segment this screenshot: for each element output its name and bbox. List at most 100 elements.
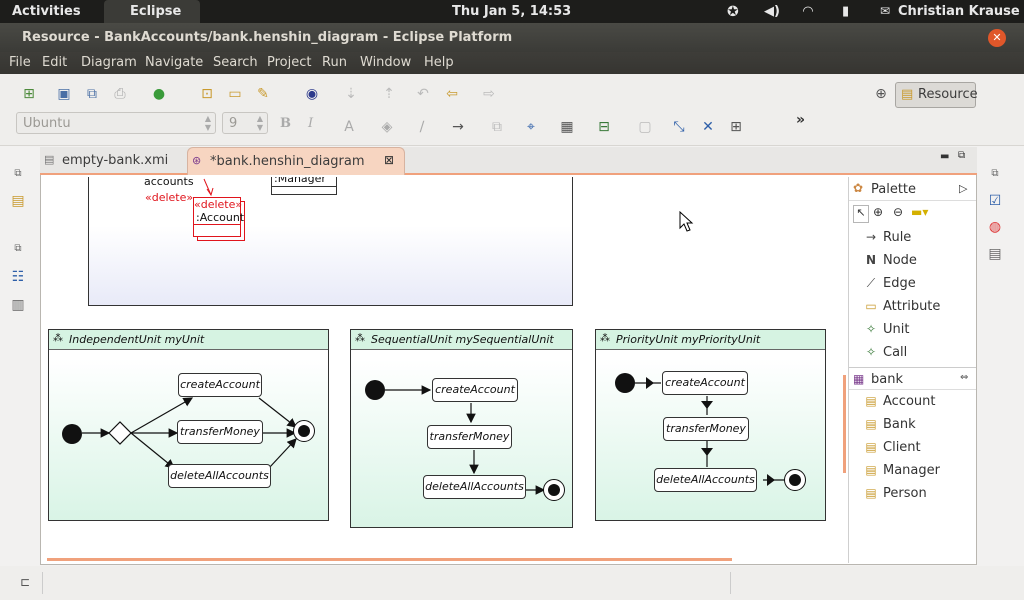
zoom-in-icon[interactable]: ⊕ [873,205,884,219]
line-color-icon[interactable]: ∕ [419,119,425,135]
tasks-icon[interactable]: ▥ [11,297,25,313]
volume-icon[interactable]: ◀) [764,4,780,19]
wifi-icon[interactable]: ◠ [803,4,813,19]
restore-icon-3[interactable]: ⧉ [991,168,999,179]
properties-icon[interactable]: ☑ [988,193,1002,209]
palette-class-client[interactable]: ▤Client [863,440,920,455]
palette-item-rule[interactable]: →Rule [863,230,911,245]
final-node[interactable] [543,479,565,501]
restore-icon[interactable]: ⧉ [14,168,22,179]
toolbar-overflow[interactable]: » [796,112,806,128]
activities-button[interactable]: Activities [12,4,81,19]
font-size-combo[interactable]: 9▲▼ [222,112,268,134]
size-icon[interactable]: ▢ [638,119,652,135]
menu-search[interactable]: Search [213,55,258,70]
outline-icon[interactable]: ☷ [11,269,25,285]
console-icon[interactable]: ▤ [988,246,1002,262]
fast-view-icon[interactable]: ⊏ [20,575,31,589]
font-family-combo[interactable]: Ubuntu▲▼ [16,112,216,134]
next-annotation-icon[interactable]: ⇣ [345,86,357,102]
initial-node[interactable] [62,424,82,444]
palette-item-edge[interactable]: ⟋Edge [863,276,916,291]
forward-icon[interactable]: ⇨ [483,86,495,102]
run-icon[interactable]: ● [152,86,166,102]
account-node[interactable]: «delete» :Account [193,197,244,237]
perspective-resource-button[interactable]: ▤ Resource [895,82,978,108]
select-tool-icon[interactable]: ↖ [853,205,869,223]
font-color-icon[interactable]: A [344,119,354,135]
fill-color-icon[interactable]: ◈ [381,119,393,135]
restore-icon-2[interactable]: ⧉ [14,243,22,254]
globe-icon[interactable]: ◉ [305,86,319,102]
grid-icon[interactable]: ⊞ [730,119,742,135]
menu-diagram[interactable]: Diagram [81,55,137,70]
call-deleteAllAccounts[interactable]: deleteAllAccounts [423,475,526,499]
menu-window[interactable]: Window [360,55,412,70]
select-all-icon[interactable]: ⧉ [492,119,502,135]
palette-class-person[interactable]: ▤Person [863,486,926,501]
call-createAccount[interactable]: createAccount [178,373,262,397]
menu-project[interactable]: Project [267,55,312,70]
palette-drawer-bank[interactable]: ▦ bank ⇔ [849,367,976,390]
horizontal-scrollbar[interactable] [47,558,732,561]
call-createAccount[interactable]: createAccount [432,378,518,402]
menu-help[interactable]: Help [424,55,454,70]
clock[interactable]: Thu Jan 5, 14:53 [452,4,572,19]
palette-item-call[interactable]: ✧Call [863,345,907,360]
italic-button[interactable]: I [308,116,314,131]
menu-navigate[interactable]: Navigate [145,55,204,70]
problems-icon[interactable]: ◍ [988,219,1002,235]
last-edit-icon[interactable]: ↶ [417,86,429,102]
save-icon[interactable]: ▣ [57,86,71,102]
tab-henshin-diagram[interactable]: ⊛ *bank.henshin_diagram ⊠ [187,147,405,175]
arrange-icon[interactable]: ⌖ [527,119,535,135]
layout-icon[interactable]: ⊟ [598,119,610,135]
palette-class-manager[interactable]: ▤Manager [863,463,940,478]
note-icon[interactable]: ▬▾ [911,205,929,219]
final-node[interactable] [784,469,806,491]
call-transferMoney[interactable]: transferMoney [663,417,749,441]
connector-icon[interactable]: ⤡ [673,119,685,135]
diagram-canvas[interactable]: accounts «delete» «delete» :Account :Man… [41,177,847,563]
save-all-icon[interactable]: ⧉ [87,86,97,102]
manager-node[interactable]: :Manager [271,177,337,195]
palette-collapse-icon[interactable]: ▷ [959,182,968,195]
palette-class-bank[interactable]: ▤Bank [863,417,915,432]
user-name[interactable]: Christian Krause [898,4,1020,19]
call-transferMoney[interactable]: transferMoney [427,425,512,449]
open-type-icon[interactable]: ⊡ [201,86,213,102]
palette-class-account[interactable]: ▤Account [863,394,935,409]
rule-box[interactable] [88,177,573,306]
prev-annotation-icon[interactable]: ⇡ [383,86,395,102]
open-perspective-icon[interactable]: ⊕ [875,86,887,102]
tab-close-icon[interactable]: ⊠ [384,153,395,167]
battery-icon[interactable]: ▮ [842,4,850,19]
project-explorer-icon[interactable]: ▤ [11,193,25,209]
maximize-icon[interactable]: ⧉ [958,150,966,161]
tab-empty-bank[interactable]: ▤ empty-bank.xmi [44,153,169,168]
menu-run[interactable]: Run [322,55,347,70]
call-deleteAllAccounts[interactable]: deleteAllAccounts [654,468,757,492]
accessibility-icon[interactable]: ✪ [727,4,739,20]
open-folder-icon[interactable]: ▭ [228,86,242,102]
menu-file[interactable]: File [9,55,31,70]
call-transferMoney[interactable]: transferMoney [177,420,263,444]
new-icon[interactable]: ⊞ [23,86,35,102]
bold-button[interactable]: B [280,116,291,131]
zoom-out-icon[interactable]: ⊖ [893,205,904,219]
router-icon[interactable]: ✕ [702,119,714,135]
align-icon[interactable]: ▦ [560,119,574,135]
initial-node[interactable] [615,373,635,393]
pin-icon[interactable]: ⇔ [960,372,969,383]
print-icon[interactable]: ⎙ [114,86,126,102]
back-icon[interactable]: ⇦ [446,86,458,102]
final-node[interactable] [293,420,315,442]
close-icon[interactable]: ✕ [988,29,1006,47]
vertical-scrollbar[interactable] [843,375,846,473]
app-menu[interactable]: Eclipse [130,4,182,19]
initial-node[interactable] [365,380,385,400]
menu-edit[interactable]: Edit [42,55,68,70]
brush-icon[interactable]: ✎ [257,86,269,102]
call-deleteAllAccounts[interactable]: deleteAllAccounts [168,464,271,488]
